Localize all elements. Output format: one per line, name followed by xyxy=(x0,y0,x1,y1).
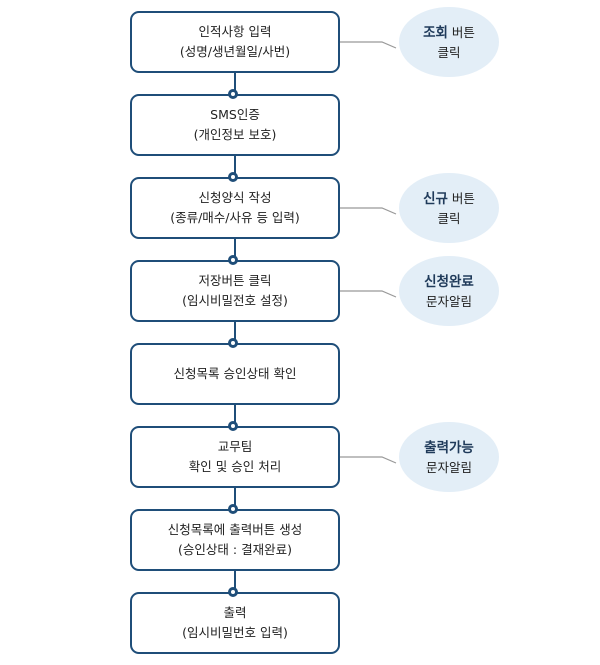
callout-suffix: 버튼 xyxy=(447,24,475,40)
flow-step-detail: (임시비밀전호 설정) xyxy=(182,293,288,308)
flow-step-3: 신청양식 작성 (종류/매수/사유 등 입력) xyxy=(130,177,340,239)
callout-suffix: 버튼 xyxy=(447,190,475,206)
flow-step-title: 인적사항 입력 xyxy=(198,24,272,39)
connector-dot xyxy=(228,338,238,348)
callout-arrow xyxy=(340,41,397,49)
flow-step-detail: (개인정보 보호) xyxy=(193,127,277,142)
connector-dot xyxy=(228,587,238,597)
flow-step-title: 출력 xyxy=(223,605,247,620)
callout-title: 신청완료 xyxy=(424,272,474,292)
flow-step-7: 신청목록에 출력버튼 생성 (승인상태 : 결재완료) xyxy=(130,509,340,571)
flow-step-title: 신청목록 승인상태 확인 xyxy=(173,366,297,381)
callout-title: 조회 버튼 xyxy=(423,23,475,43)
callout-arrow xyxy=(340,207,397,215)
flow-step-title: 신청양식 작성 xyxy=(198,190,272,205)
flow-step-detail: (성명/생년월일/사번) xyxy=(179,44,291,59)
callout-keyword: 신규 xyxy=(423,190,448,207)
flow-step-detail: (승인상태 : 결재완료) xyxy=(178,542,292,557)
callout-keyword: 신청완료 xyxy=(424,273,474,290)
callout-title: 출력가능 xyxy=(424,438,474,458)
callout-detail: 문자알림 xyxy=(425,459,472,475)
flow-step-title: 저장버튼 클릭 xyxy=(198,273,272,288)
flow-step-detail: (임시비밀번호 입력) xyxy=(182,625,288,640)
callout-title: 신규 버튼 xyxy=(423,189,475,209)
flow-step-8: 출력 (임시비밀번호 입력) xyxy=(130,592,340,654)
callout-detail: 문자알림 xyxy=(425,293,472,309)
flow-step-detail: 확인 및 승인 처리 xyxy=(188,459,282,474)
connector-dot xyxy=(228,504,238,514)
callout-arrow xyxy=(340,290,397,298)
flow-step-title: 신청목록에 출력버튼 생성 xyxy=(167,522,303,537)
connector-dot xyxy=(228,172,238,182)
flow-step-5: 신청목록 승인상태 확인 xyxy=(130,343,340,405)
callout-keyword: 출력가능 xyxy=(424,439,474,456)
flow-step-detail: (종류/매수/사유 등 입력) xyxy=(170,210,300,225)
connector-dot xyxy=(228,421,238,431)
callout-keyword: 조회 xyxy=(423,24,448,41)
flow-step-title: SMS인증 xyxy=(210,107,260,122)
connector-dot xyxy=(228,89,238,99)
flow-step-2: SMS인증 (개인정보 보호) xyxy=(130,94,340,156)
callout-arrow xyxy=(340,456,397,464)
flow-step-1: 인적사항 입력 (성명/생년월일/사번) xyxy=(130,11,340,73)
flow-step-4: 저장버튼 클릭 (임시비밀전호 설정) xyxy=(130,260,340,322)
flow-step-title: 교무팀 xyxy=(217,439,253,454)
connector-dot xyxy=(228,255,238,265)
callout-detail: 클릭 xyxy=(437,210,461,226)
callout-detail: 클릭 xyxy=(437,44,461,60)
